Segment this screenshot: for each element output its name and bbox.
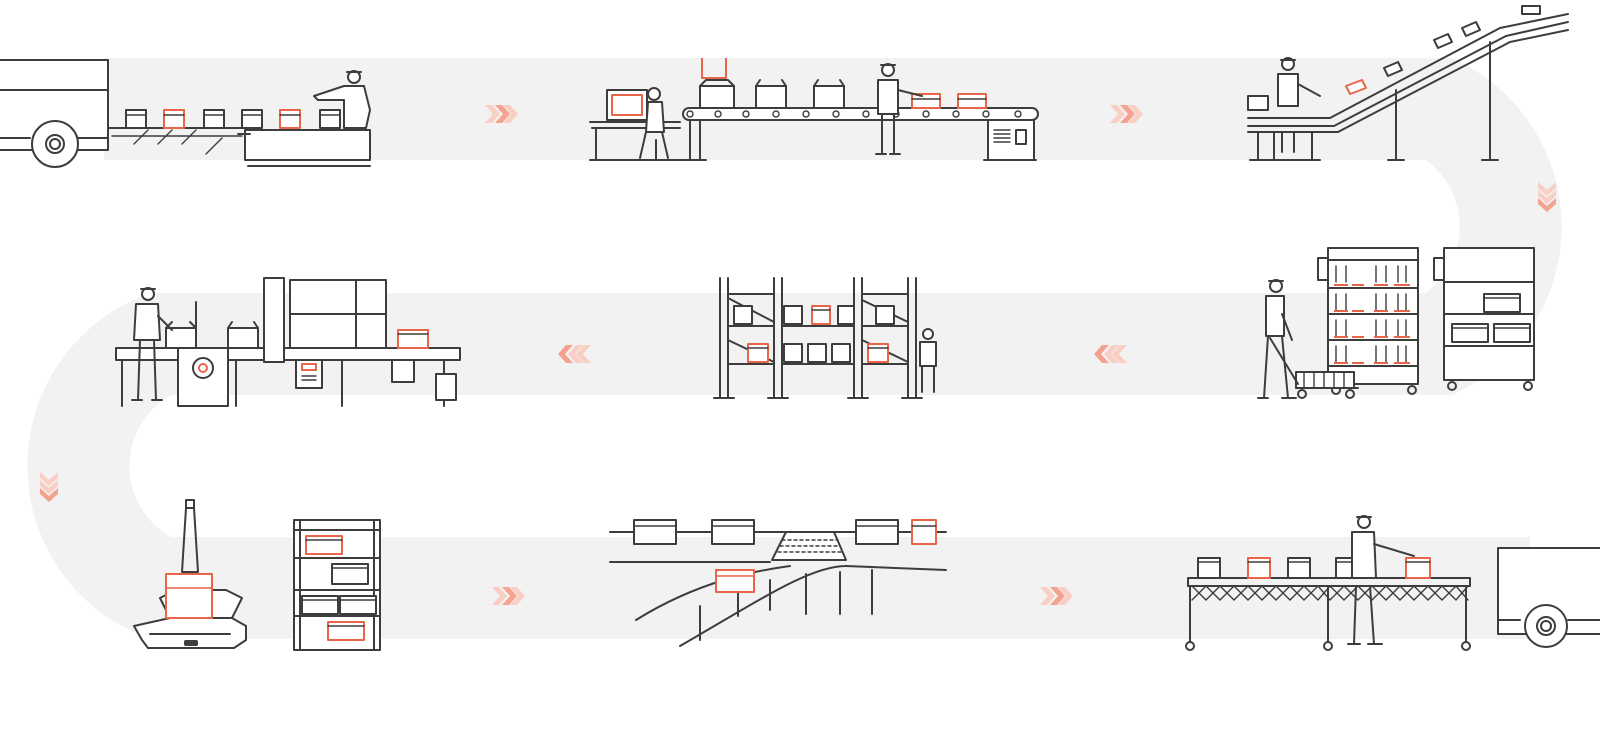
- stage-sortation-conveyor: [609, 519, 947, 647]
- stage-packing-station: [115, 277, 461, 407]
- stage-incline-conveyor: [1247, 5, 1569, 161]
- truck-icon: [1497, 547, 1600, 648]
- storage-cart-2: [1433, 247, 1535, 391]
- stage-inspection-and-conveyor: [589, 58, 1039, 161]
- worker-figure: [313, 70, 371, 129]
- stage-receiving-truck-unloading: [0, 59, 371, 168]
- belt-conveyor: [682, 58, 1039, 161]
- worker-figure: [919, 328, 937, 393]
- worker-figure: [875, 63, 923, 155]
- shelving-cart: [1317, 247, 1419, 395]
- computer-desk: [589, 87, 701, 161]
- stage-robotic-picking: [133, 499, 381, 651]
- worker-figure: [1277, 57, 1321, 153]
- worker-figure: [131, 287, 173, 401]
- worker-figure: [1257, 279, 1297, 399]
- flow-path-band: [27, 57, 1562, 639]
- roller-conveyor: [107, 109, 371, 167]
- stage-shipping-truck-loading: [1185, 515, 1600, 651]
- worker-figure: [1347, 515, 1415, 645]
- hand-pallet-truck: [1269, 337, 1359, 399]
- stage-pallet-racking: [713, 277, 937, 399]
- stage-storage-cart-picking: [1257, 247, 1535, 399]
- truck-icon: [0, 59, 109, 168]
- storage-shelf: [293, 519, 381, 651]
